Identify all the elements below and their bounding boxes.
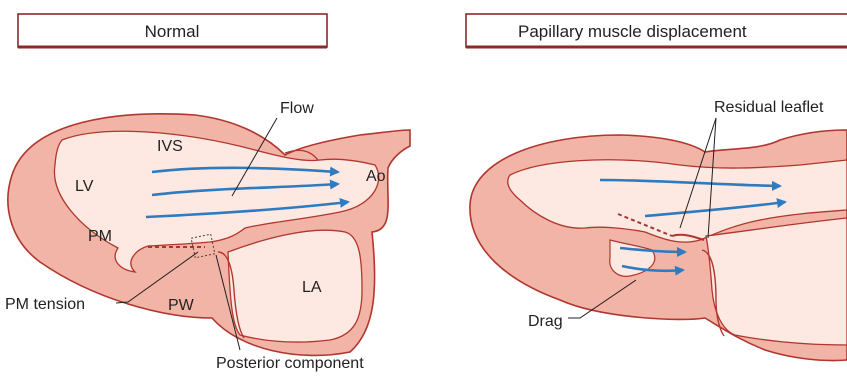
- ao-label: Ao: [366, 168, 386, 185]
- drag-label: Drag: [528, 313, 563, 330]
- displacement-panel: Papillary muscle displacement Residual l…: [466, 14, 847, 361]
- pm-label: PM: [88, 228, 112, 245]
- normal-la-cavity: [228, 230, 362, 342]
- residual-leaflet-label: Residual leaflet: [714, 99, 824, 116]
- normal-panel: Normal IVS LV Flow Ao PM LA PW PM tensi: [5, 14, 410, 372]
- normal-title: Normal: [145, 22, 200, 41]
- displacement-la-cavity: [706, 218, 847, 345]
- lv-label: LV: [75, 178, 94, 195]
- displacement-title-box: Papillary muscle displacement: [466, 14, 847, 47]
- displacement-title: Papillary muscle displacement: [518, 22, 747, 41]
- flow-label: Flow: [280, 100, 314, 117]
- ivs-label: IVS: [157, 138, 183, 155]
- posterior-component-label: Posterior component: [216, 355, 364, 372]
- la-label: LA: [302, 279, 322, 296]
- pm-tension-label: PM tension: [5, 296, 85, 313]
- normal-title-box: Normal: [18, 14, 327, 47]
- pw-label: PW: [168, 297, 195, 314]
